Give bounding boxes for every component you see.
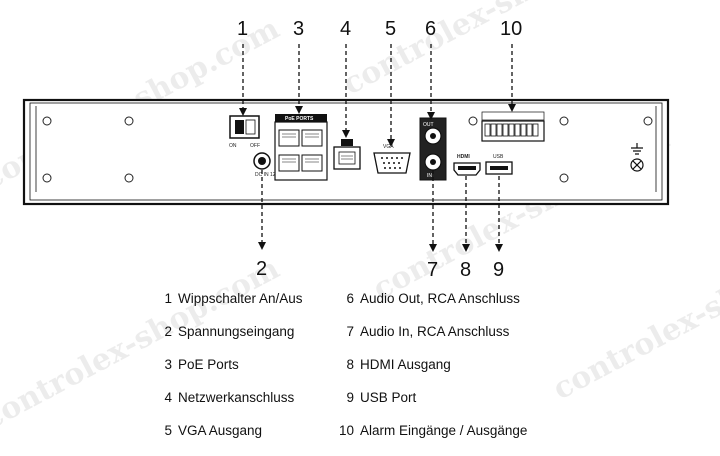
callout-number: 7 (427, 259, 438, 281)
legend-text: Audio In, RCA Anschluss (360, 324, 510, 339)
legend-number: 1 (164, 291, 172, 306)
legend-number: 6 (346, 291, 354, 306)
legend-item: 7 Audio In, RCA Anschluss (336, 324, 527, 357)
legend-item: 10 Alarm Eingänge / Ausgänge (336, 423, 527, 456)
hdmi-label: HDMI (457, 154, 470, 160)
vga-port[interactable]: VGA (373, 144, 411, 174)
legend-number: 3 (164, 357, 172, 372)
legend-text: Netzwerkanschluss (178, 390, 295, 405)
legend-text: Alarm Eingänge / Ausgänge (360, 423, 528, 438)
power-input-label: DC IN 12V (255, 172, 280, 178)
screw-icon (42, 116, 653, 183)
legend-text: Wippschalter An/Aus (178, 291, 303, 306)
usb-label: USB (493, 154, 504, 160)
callout-arrowheads (239, 104, 516, 252)
usb-port[interactable]: USB (485, 154, 513, 175)
vga-label: VGA (383, 144, 394, 150)
callout-leader-lines (242, 44, 513, 246)
legend-number: 2 (164, 324, 172, 339)
switch-off-label: OFF (250, 143, 260, 149)
legend-right: 6 Audio Out, RCA Anschluss 7 Audio In, RCA… (336, 291, 527, 456)
watermark: controlex-shop.com (337, 0, 645, 102)
callout-number: 2 (256, 258, 267, 280)
callout-number: 10 (500, 18, 522, 40)
legend-number: 9 (346, 390, 354, 405)
legend-item: 9 USB Port (336, 390, 527, 423)
legend-text: PoE Ports (178, 357, 239, 372)
legend-text: USB Port (360, 390, 417, 405)
legend-left: 1 Wippschalter An/Aus 2 Spannungseingang 3… (160, 291, 303, 456)
legend-item: 8 HDMI Ausgang (336, 357, 527, 390)
callout-number: 3 (293, 18, 304, 40)
legend-item: 4 Netzwerkanschluss (160, 390, 303, 423)
legend-item: 3 PoE Ports (160, 357, 303, 390)
poe-header-label: PoE PORTS (285, 116, 314, 122)
network-port[interactable] (333, 139, 361, 170)
legend-number: 8 (346, 357, 354, 372)
hdmi-port[interactable]: HDMI (453, 154, 481, 176)
switch-on-label: ON (229, 143, 237, 149)
legend-number: 7 (346, 324, 354, 339)
audio-out-label: OUT (423, 122, 434, 128)
rocker-power-switch[interactable]: ON OFF (229, 115, 260, 149)
dc-power-input[interactable]: DC IN 12V (253, 152, 280, 178)
callout-number: 5 (385, 18, 396, 40)
legend-number: 5 (164, 423, 172, 438)
legend-text: VGA Ausgang (178, 423, 263, 438)
alarm-terminal-block[interactable] (481, 111, 545, 142)
callout-number: 1 (237, 18, 248, 40)
poe-ports[interactable]: PoE PORTS (274, 114, 328, 181)
legend-number: 4 (164, 390, 172, 405)
legend-item: 1 Wippschalter An/Aus (160, 291, 303, 324)
legend-item: 6 Audio Out, RCA Anschluss (336, 291, 527, 324)
callout-number: 6 (425, 18, 436, 40)
legend-item: 2 Spannungseingang (160, 324, 303, 357)
callout-number: 9 (493, 259, 504, 281)
callout-number: 8 (460, 259, 471, 281)
legend-number: 10 (338, 423, 354, 438)
watermark: controlex-shop.com (547, 221, 720, 407)
callout-numbers: 1 2 3 4 5 6 7 8 9 10 (237, 18, 522, 281)
callout-number: 4 (340, 18, 351, 40)
audio-in-label: IN (427, 173, 432, 179)
ground-screw-icon (630, 143, 644, 172)
legend-item: 5 VGA Ausgang (160, 423, 303, 456)
legend-text: Spannungseingang (178, 324, 295, 339)
legend-text: HDMI Ausgang (360, 357, 451, 372)
audio-rca-ports[interactable]: OUT IN (419, 117, 447, 181)
legend-text: Audio Out, RCA Anschluss (360, 291, 520, 306)
